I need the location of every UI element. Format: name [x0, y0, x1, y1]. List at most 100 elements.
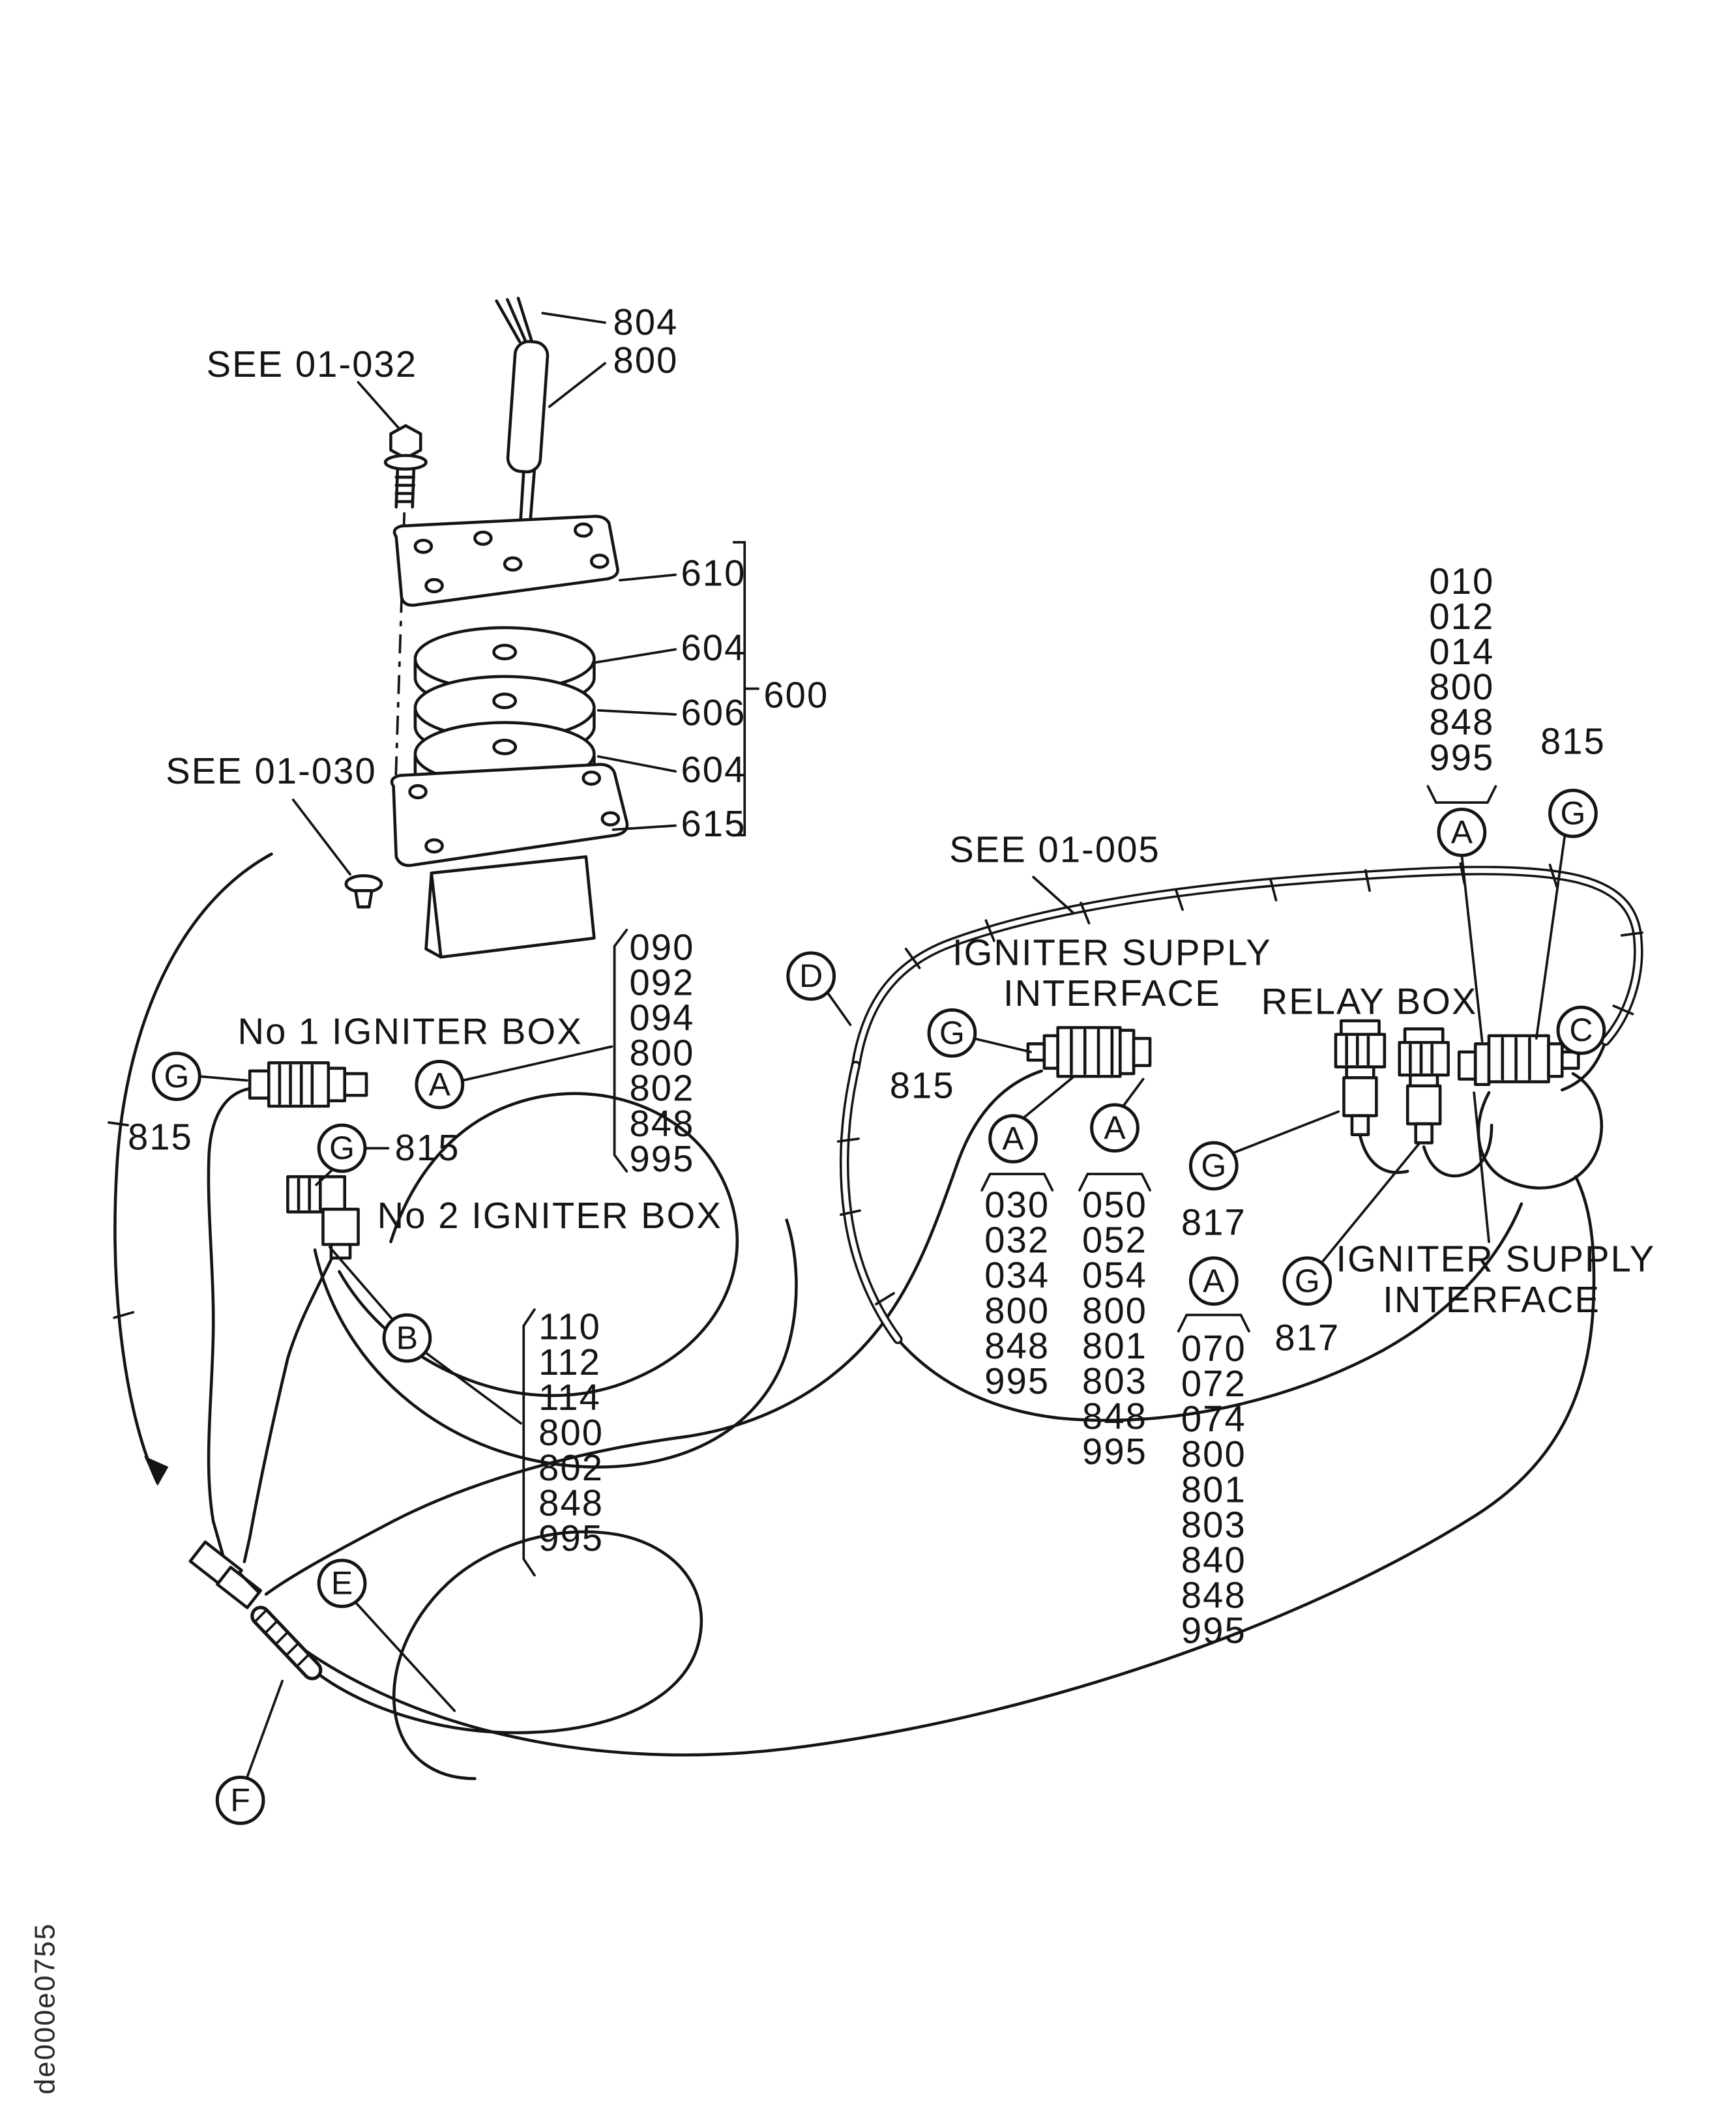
part-number: 070: [1181, 1328, 1246, 1369]
callout-letter: G: [1201, 1147, 1226, 1184]
callout-a-right: A: [1437, 808, 1487, 857]
callout-letter: A: [429, 1066, 451, 1102]
callout-a-070: A: [1188, 1256, 1239, 1306]
part-number: 074: [1181, 1398, 1246, 1439]
part-number: 802: [629, 1068, 694, 1109]
part-label-606: 606: [681, 692, 746, 733]
callout-g-no1: G: [152, 1051, 201, 1102]
part-label-600: 600: [763, 675, 829, 716]
leader-see-01-030: [291, 799, 351, 876]
part-number: 800: [1429, 666, 1494, 707]
wire-tick: [108, 1121, 129, 1126]
ref-see-01-032: SEE 01-032: [207, 344, 418, 385]
igniter-supply-interface-left-connector: [1026, 1026, 1152, 1078]
part-number: 848: [1181, 1574, 1246, 1615]
callout-letter: A: [1104, 1109, 1126, 1146]
callout-letter: A: [1203, 1263, 1225, 1299]
part-number: 995: [629, 1138, 694, 1179]
wire-left-loop-1: [338, 1092, 739, 1398]
callout-g-relay2: G: [1282, 1256, 1332, 1306]
callout-letter: D: [799, 958, 823, 994]
callout-g-no2: G: [317, 1123, 367, 1173]
mount-assembly: [291, 297, 759, 959]
wire-left-loop-2: [313, 1218, 798, 1469]
callout-letter: G: [1295, 1263, 1320, 1299]
label-isi-left-2: INTERFACE: [1003, 973, 1221, 1014]
label-relay-box: RELAY BOX: [1261, 981, 1478, 1022]
part-number: 840: [1181, 1539, 1246, 1580]
no1-igniter-connector: [248, 1061, 368, 1108]
wire-no2-to-splice: [243, 1252, 336, 1564]
main-supply-cable: [836, 862, 1643, 1344]
part-number: 995: [1181, 1610, 1246, 1651]
part-number: 092: [629, 961, 694, 1003]
part-label-615: 615: [681, 803, 746, 844]
callout-letter: A: [1002, 1121, 1024, 1157]
part-number: 010: [1429, 561, 1494, 602]
part-number: 014: [1429, 631, 1494, 672]
part-number: 800: [984, 1290, 1050, 1331]
wire-ref-815-right: 815: [1540, 720, 1606, 761]
wire-center-sweep-right: [896, 1202, 1523, 1422]
corrugated-sleeve: [250, 1606, 323, 1680]
part-number: 072: [1181, 1363, 1246, 1404]
disc-604-top: [413, 626, 596, 711]
part-number: 995: [984, 1360, 1050, 1401]
leader-804: [541, 312, 606, 324]
callout-letter: G: [939, 1014, 965, 1051]
document-code: de000e0755: [29, 1922, 61, 2094]
part-number: 848: [984, 1325, 1050, 1366]
part-label-800: 800: [613, 340, 679, 381]
callout-d: D: [786, 951, 836, 1001]
callout-letter: C: [1569, 1012, 1593, 1048]
leader-see-01-032: [357, 381, 400, 430]
part-list-right-010: 010 012 014 800 848 995: [1426, 561, 1497, 804]
relay-box-connector-2: [1398, 1027, 1450, 1145]
cable-core: [853, 868, 1641, 1068]
callout-a-030: A: [988, 1114, 1038, 1164]
harness-wires-top: [495, 297, 535, 347]
part-number: 110: [538, 1306, 601, 1347]
ref-see-01-030: SEE 01-030: [166, 750, 377, 791]
cable-segment-ticks: [836, 862, 1643, 1306]
part-number: 094: [629, 997, 694, 1038]
part-number: 995: [538, 1518, 604, 1559]
part-number: 034: [984, 1255, 1050, 1296]
arrowhead: [143, 1456, 169, 1486]
wire-ref-817-relay2: 817: [1274, 1317, 1340, 1358]
bracket-600: [732, 540, 759, 836]
callout-letter: G: [329, 1130, 355, 1166]
callout-a-050: A: [1090, 1103, 1140, 1153]
label-isi-left-1: IGNITER SUPPLY: [952, 932, 1272, 973]
wire-ref-815-isi: 815: [890, 1065, 955, 1106]
part-list-no2-igniter: 110 112 114 800 802 848 995: [522, 1306, 604, 1577]
wire-ref-815-no1: 815: [128, 1117, 193, 1158]
leader-lines-stack: [591, 573, 677, 831]
no2-igniter-connector: [286, 1175, 360, 1260]
part-label-804: 804: [613, 302, 679, 343]
wire-no1-to-splice: [207, 1087, 252, 1561]
plate-610-holes: [413, 522, 610, 594]
part-number: 801: [1181, 1469, 1246, 1510]
wire-relay-drop-1: [1359, 1134, 1409, 1174]
wire-bottom-long-sweep: [256, 1175, 1596, 1757]
part-number: 114: [538, 1377, 601, 1418]
sleeve-804: [506, 340, 550, 474]
part-number: 800: [1082, 1290, 1147, 1331]
part-number: 802: [538, 1447, 604, 1488]
wire-bottom-loop: [313, 1530, 703, 1780]
callout-g-isi: G: [927, 1008, 977, 1058]
part-number: 800: [1181, 1433, 1246, 1474]
label-no1-igniter-box: No 1 IGNITER BOX: [237, 1010, 582, 1051]
callout-f: F: [215, 1775, 265, 1825]
part-number: 800: [538, 1412, 604, 1453]
part-number: 052: [1082, 1220, 1147, 1261]
plate-615-holes: [408, 770, 621, 854]
callout-letter: E: [331, 1565, 353, 1602]
part-number: 800: [629, 1033, 694, 1074]
callout-g-right: G: [1548, 788, 1598, 838]
callout-a-no1: A: [415, 1059, 465, 1109]
part-number: 801: [1082, 1325, 1147, 1366]
